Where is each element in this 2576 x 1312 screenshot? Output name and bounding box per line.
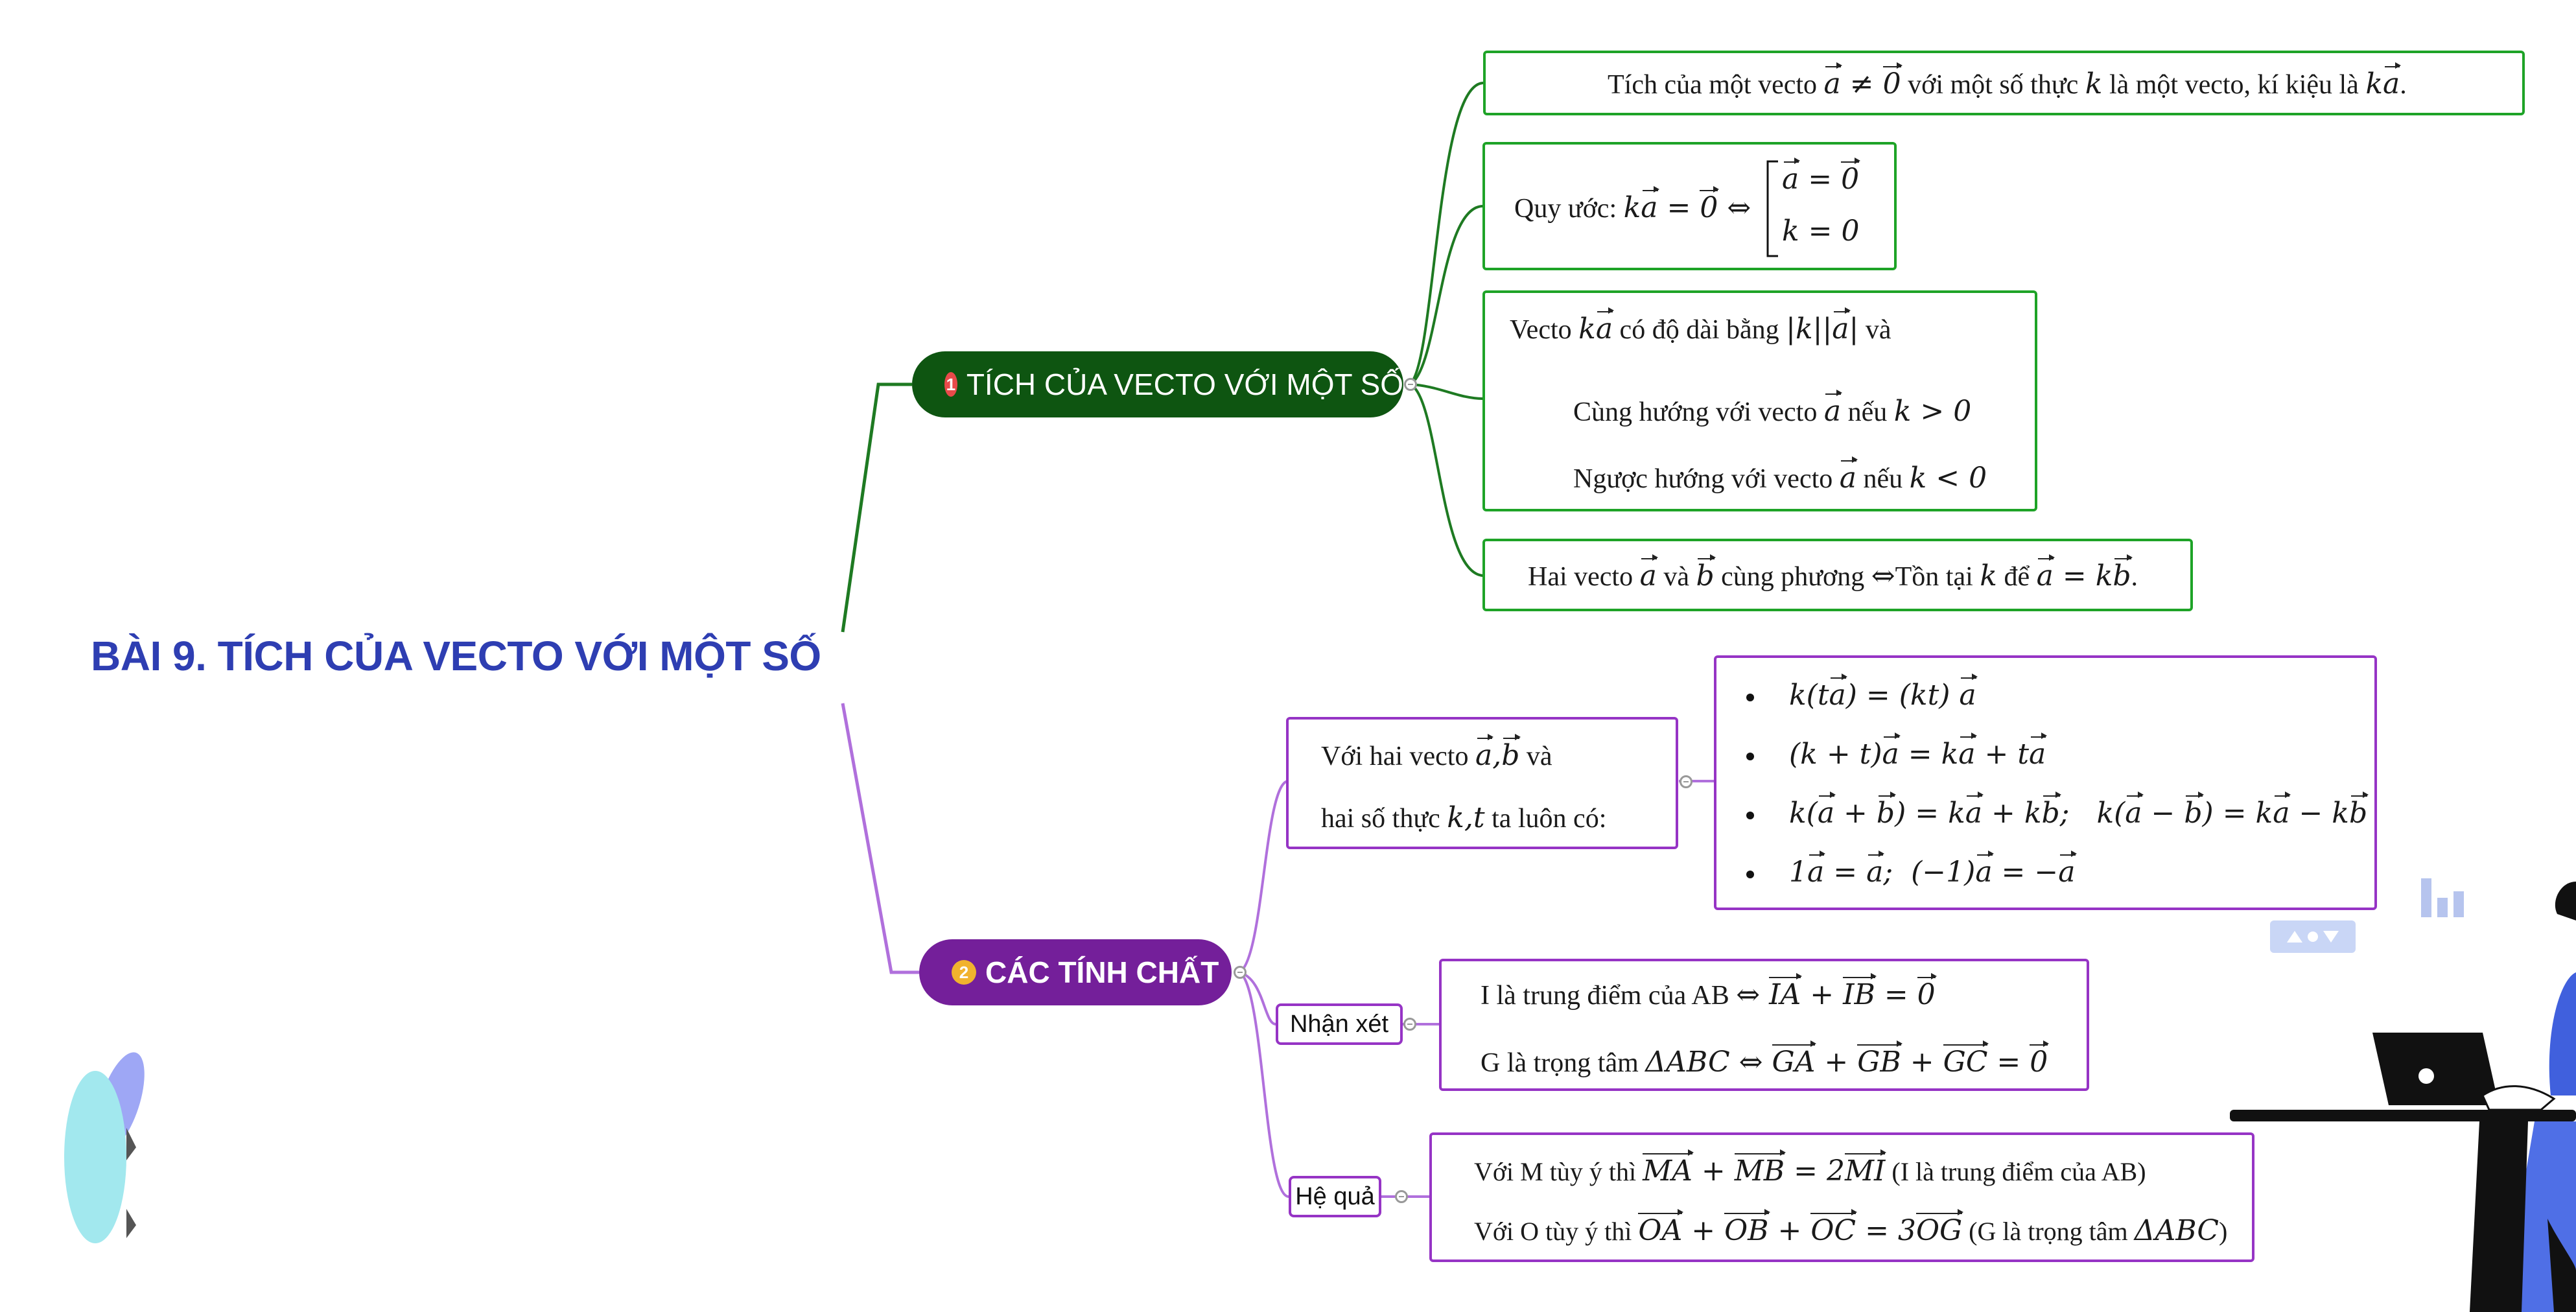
properties-list-box[interactable]: k(ta) = (kt) a (k + t)a = ka + ta k(a + … xyxy=(1714,655,2377,910)
remark-label[interactable]: Nhận xét xyxy=(1276,1003,1403,1045)
corollary-box[interactable]: Với M tùy ý thì MA + MB = 2MI (I là trun… xyxy=(1429,1132,2254,1262)
topic-properties[interactable]: 2 CÁC TÍNH CHẤT xyxy=(919,939,1232,1005)
bar-chart-icon xyxy=(2421,878,2464,917)
topic-number-badge: 2 xyxy=(952,960,976,985)
collapse-toggle-icon[interactable] xyxy=(1234,966,1247,979)
collapse-toggle-icon[interactable] xyxy=(1395,1190,1408,1203)
properties-intro-box[interactable]: Với hai vecto a,b và hai số thực k,t ta … xyxy=(1286,717,1678,849)
corollary-label[interactable]: Hệ quả xyxy=(1289,1176,1381,1217)
collinear-box[interactable]: Hai vecto a và b cùng phương ⇔Tồn tại k … xyxy=(1482,539,2193,611)
page-title: BÀI 9. TÍCH CỦA VECTO VỚI MỘT SỐ xyxy=(91,633,821,679)
remark-box[interactable]: I là trung điểm của AB ⇔ IA + IB = 0 G l… xyxy=(1439,959,2089,1091)
definition-box[interactable]: Tích của một vecto a ≠ 0 với một số thực… xyxy=(1483,51,2525,115)
bracket-icon xyxy=(1766,160,1778,257)
topic-vector-scalar-product[interactable]: 1 TÍCH CỦA VECTO VỚI MỘT SỐ xyxy=(912,351,1403,417)
convention-box[interactable]: Quy ước: ka = 0 ⇔ a = 0 k = 0 xyxy=(1482,142,1897,270)
magnitude-direction-box[interactable]: Vecto ka có độ dài bằng |k||a| và Cùng h… xyxy=(1482,290,2037,511)
collapse-toggle-icon[interactable] xyxy=(1404,378,1417,391)
person-with-laptop-illustration xyxy=(2230,882,2576,1312)
leaf-decoration xyxy=(64,1052,145,1243)
topic-label: CÁC TÍNH CHẤT xyxy=(985,955,1219,989)
navigation-control-icon[interactable] xyxy=(2270,920,2356,953)
collapse-toggle-icon[interactable] xyxy=(1680,775,1692,788)
collapse-toggle-icon[interactable] xyxy=(1403,1018,1416,1031)
topic-label: TÍCH CỦA VECTO VỚI MỘT SỐ xyxy=(966,368,1403,401)
topic-number-badge: 1 xyxy=(944,372,957,397)
arrows-icon xyxy=(2287,931,2339,943)
